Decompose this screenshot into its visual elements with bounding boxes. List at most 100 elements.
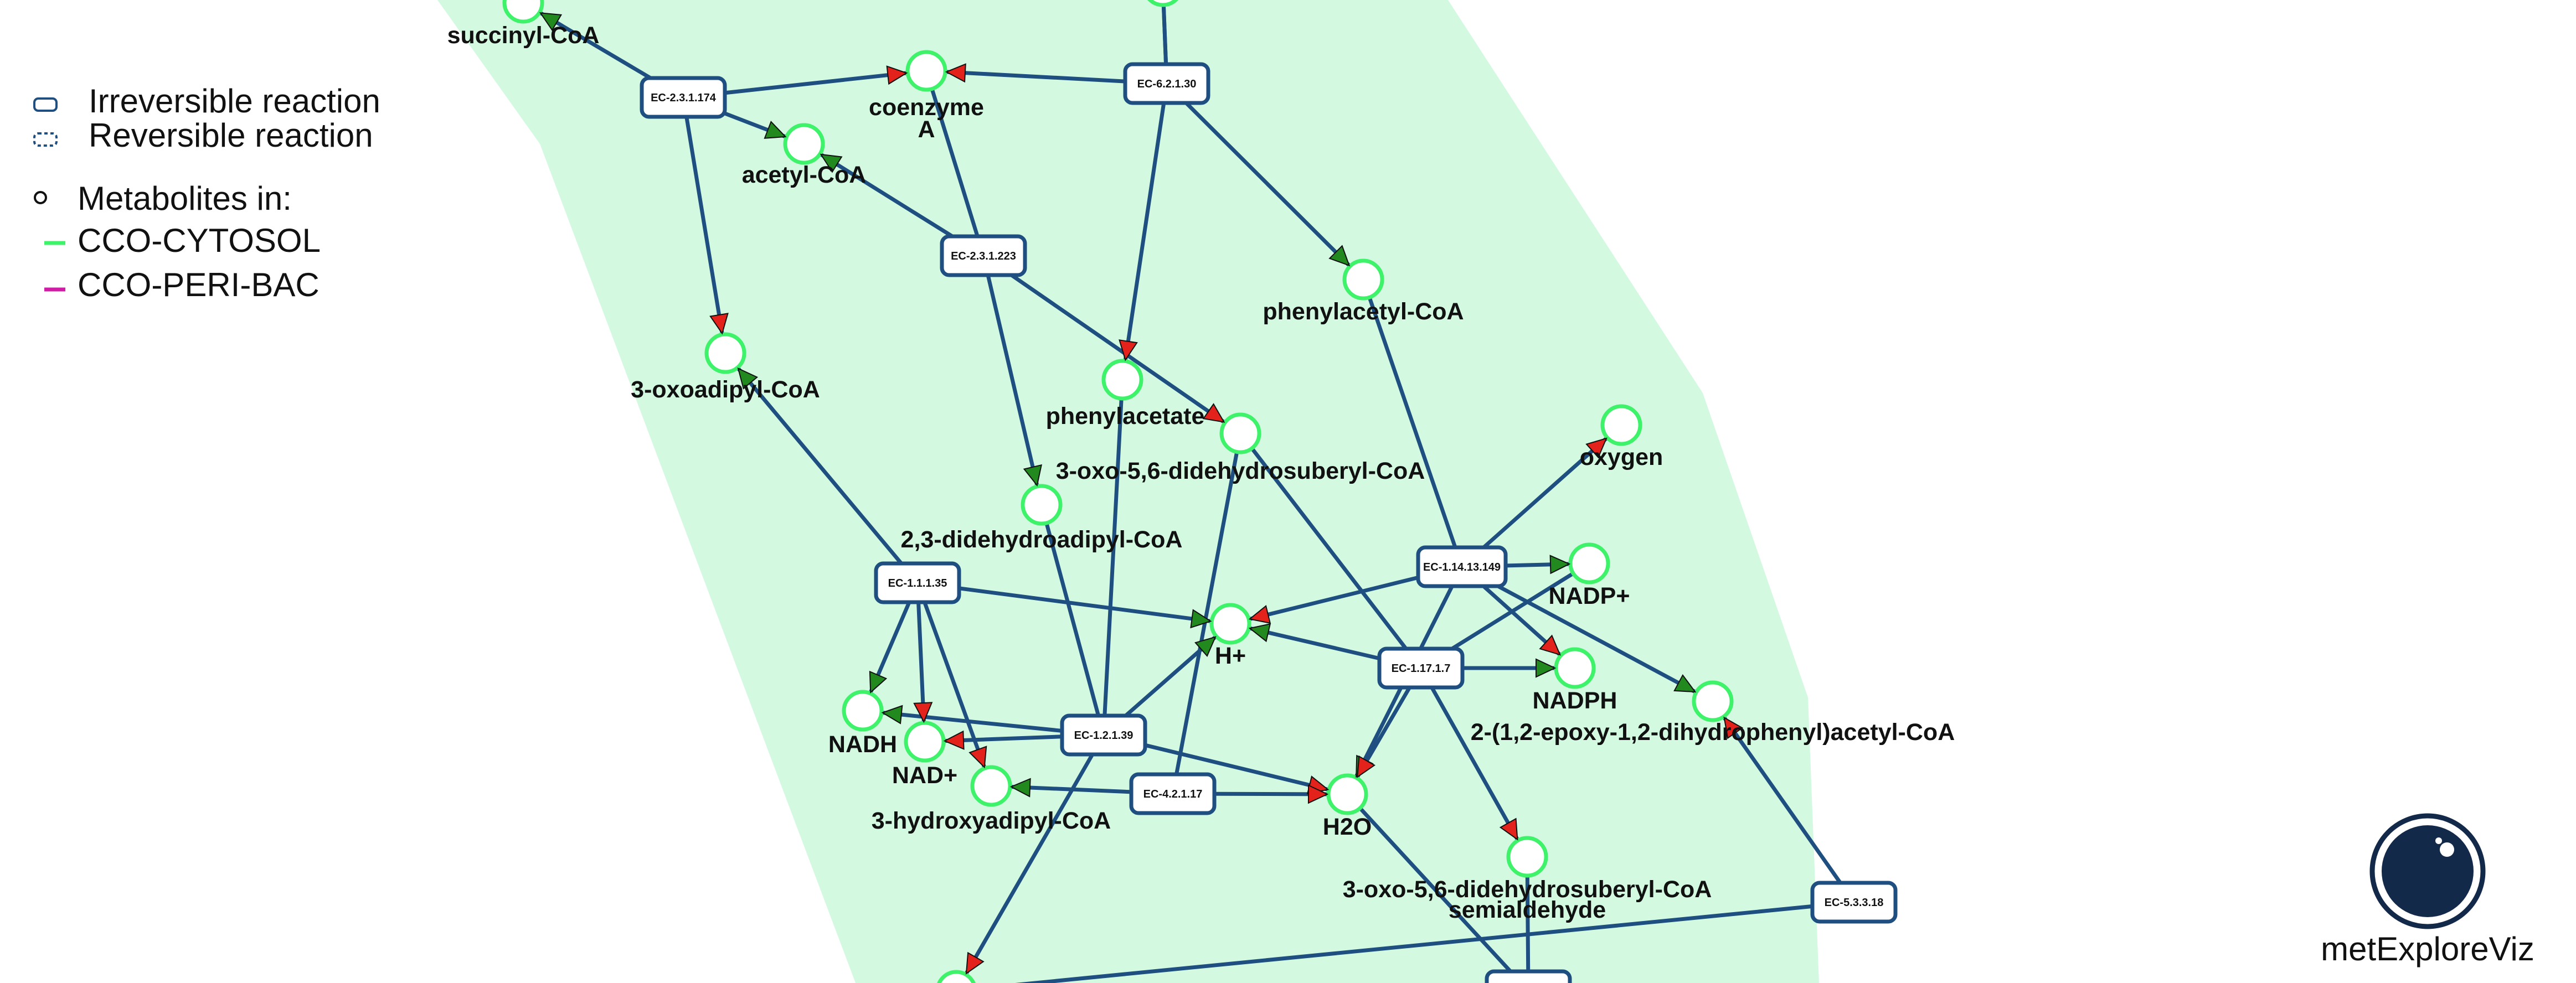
- metexploreviz-logo: metExploreViz: [2321, 813, 2534, 968]
- product-arrowhead: [1549, 555, 1571, 575]
- substrate-arrowhead: [1119, 339, 1138, 361]
- metabolite-label: NAD+: [892, 762, 957, 789]
- metabolite-label: H+: [1215, 643, 1246, 669]
- substrate-arrowhead: [886, 65, 908, 85]
- reaction-edge: [1361, 278, 1464, 568]
- reaction-node-r_231223[interactable]: EC-2.3.1.223: [940, 234, 1027, 277]
- reaction-node-r_bottom[interactable]: [1485, 969, 1572, 983]
- product-arrowhead: [1009, 778, 1031, 798]
- reaction-node-box: [1377, 646, 1465, 690]
- substrate-arrowhead: [913, 702, 933, 723]
- substrate-arrowhead: [968, 746, 987, 769]
- arrowhead-layer: [539, 12, 1744, 975]
- logo-inner-disc: [2382, 825, 2474, 917]
- reaction-edge: [1346, 793, 1524, 983]
- legend-reversible-label: Reversible reaction: [89, 117, 373, 154]
- reaction-label: EC-2.3.1.223: [951, 250, 1016, 262]
- metabolite-node-nadh[interactable]: [842, 690, 884, 732]
- substrate-arrowhead: [1723, 716, 1744, 739]
- metabolite-node-acetyl[interactable]: [783, 123, 825, 165]
- product-arrowhead: [1190, 609, 1212, 629]
- metabolite-label: 2,3-didehydroadipyl-CoA: [901, 526, 1183, 553]
- product-arrowhead: [737, 367, 759, 390]
- reaction-edge: [917, 581, 1231, 626]
- reaction-node-r_23174[interactable]: EC-2.3.1.174: [640, 76, 727, 119]
- metabolite-label: 2-(1,2-epoxy-1,2-dihydrophenyl)acetyl-Co…: [1471, 719, 1955, 746]
- metabolite-node-nadpplus[interactable]: [1568, 542, 1610, 584]
- reaction-node-r_12139[interactable]: EC-1.2.1.39: [1060, 713, 1147, 757]
- legend: Irreversible reaction Reversible reactio…: [33, 82, 380, 303]
- reaction-node-box: [1810, 881, 1898, 924]
- reaction-node-r_11717[interactable]: EC-1.17.1.7: [1377, 646, 1465, 690]
- metabolite-label: acetyl-CoA: [742, 162, 867, 188]
- reaction-node-box: [1060, 713, 1147, 757]
- substrate-arrowhead: [945, 63, 966, 83]
- reaction-edge: [1461, 565, 1714, 703]
- metabolite-node-oxodidehydrosuberyl[interactable]: [1219, 412, 1261, 454]
- reaction-edge: [681, 97, 728, 354]
- product-arrowhead: [881, 705, 903, 725]
- reaction-edge: [1039, 504, 1106, 736]
- product-arrowhead: [1328, 245, 1351, 267]
- metabolite-node-h2o[interactable]: [1326, 773, 1368, 815]
- product-arrowhead: [820, 153, 843, 173]
- reaction-edge: [959, 734, 1106, 983]
- metabolite-label-line2: A: [918, 116, 935, 143]
- substrate-arrowhead: [1202, 403, 1225, 423]
- product-arrowhead: [869, 670, 888, 694]
- metabolite-node-hydroxyadipyl[interactable]: [970, 765, 1012, 807]
- metabolite-node-nadph[interactable]: [1554, 647, 1596, 689]
- reversible-reaction-swatch: [33, 132, 58, 147]
- metabolite-node-phenylacetate[interactable]: [1101, 359, 1143, 401]
- reaction-label: EC-1.17.1.7: [1392, 663, 1451, 675]
- reaction-node-r_53318[interactable]: EC-5.3.3.18: [1810, 881, 1898, 924]
- label-layer: succinyl-CoAcoenzymeAacetyl-CoAphenylace…: [447, 22, 1955, 923]
- reaction-label: EC-5.3.3.18: [1825, 897, 1884, 909]
- reaction-layer: EC-2.3.1.174 EC-6.2.1.30EC-2.3.1.223EC-1.…: [640, 62, 1898, 983]
- reaction-edge: [1165, 82, 1365, 281]
- substrate-arrowhead: [943, 730, 965, 750]
- reaction-node-r_42117[interactable]: EC-4.2.1.17: [1129, 772, 1217, 815]
- product-arrowhead: [1023, 464, 1042, 487]
- metabolite-node-epoxy[interactable]: [1692, 680, 1734, 722]
- metabolite-node-semialdehyde[interactable]: [1506, 836, 1548, 878]
- metabolite-node-top_partial[interactable]: [1144, 0, 1182, 7]
- reaction-node-box: [1485, 969, 1572, 983]
- metabolite-node-nadplus[interactable]: [904, 721, 946, 763]
- metabolite-label: phenylacetate: [1046, 403, 1205, 430]
- product-arrowhead: [1673, 674, 1697, 693]
- product-arrowhead: [539, 12, 563, 32]
- substrate-arrowhead: [1307, 784, 1329, 804]
- metabolite-label: NADH: [828, 731, 897, 758]
- reaction-label: EC-2.3.1.174: [651, 92, 717, 104]
- reaction-node-r_11413149[interactable]: EC-1.14.13.149: [1416, 545, 1508, 588]
- reaction-node-r_62130[interactable]: EC-6.2.1.30: [1123, 62, 1210, 105]
- metabolite-node-phenylacetylcoa[interactable]: [1342, 258, 1384, 301]
- reaction-edge: [982, 254, 1241, 435]
- substrate-arrowhead: [1499, 818, 1518, 841]
- logo-text: metExploreViz: [2321, 930, 2534, 968]
- metabolite-label: 3-oxo-5,6-didehydrosuberyl-CoA: [1343, 876, 1712, 903]
- legend-cytosol-label: CCO-CYTOSOL: [78, 222, 321, 259]
- metabolite-label: phenylacetyl-CoA: [1263, 298, 1464, 325]
- metabolite-node-hplus[interactable]: [1209, 603, 1251, 645]
- metabolite-label: 3-oxo-5,6-didehydrosuberyl-CoA: [1056, 458, 1425, 484]
- metabolite-swatch: [34, 191, 47, 204]
- reaction-edge: [1171, 433, 1243, 794]
- reaction-label: EC-1.14.13.149: [1423, 561, 1501, 573]
- legend-metabolites-in-label: Metabolites in:: [78, 180, 292, 217]
- reaction-edge: [724, 351, 919, 584]
- metabolite-node-oxygen[interactable]: [1600, 404, 1642, 446]
- logo-highlight-small: [2435, 837, 2442, 844]
- metabolite-node-succinyl[interactable]: [502, 0, 544, 24]
- metabolite-node-bottom_partial[interactable]: [937, 970, 976, 983]
- reaction-label: EC-1.1.1.35: [888, 577, 947, 589]
- reaction-node-r_11135[interactable]: EC-1.1.1.35: [874, 561, 961, 604]
- logo-highlight-large: [2440, 842, 2454, 857]
- reaction-edge: [1239, 432, 1423, 670]
- metabolite-node-coa[interactable]: [905, 50, 947, 92]
- metabolite-node-didehydroadipyl[interactable]: [1021, 484, 1063, 526]
- metabolite-node-oxoadipyl[interactable]: [704, 332, 746, 374]
